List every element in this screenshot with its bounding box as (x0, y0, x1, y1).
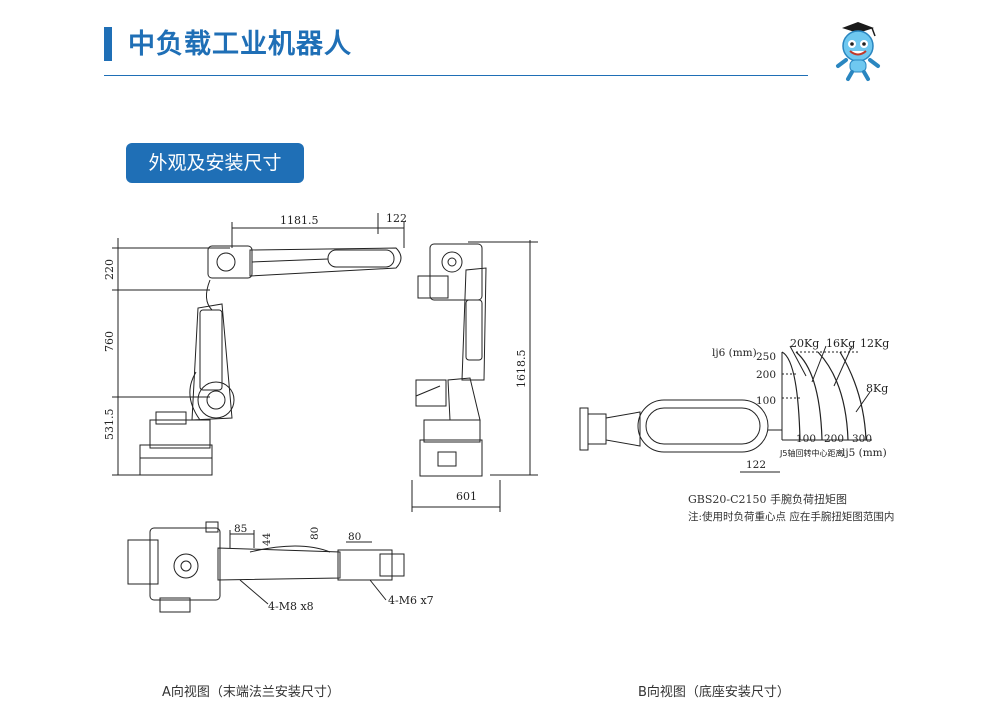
torque-chart-note: 注:使用时负荷重心点 应在手腕扭矩图范围内 (688, 511, 895, 523)
chart-y-axis-label: lj6 (mm) (712, 347, 757, 359)
curve-label-8kg: 8Kg (866, 382, 888, 395)
dim-flange-80b: 80 (348, 531, 361, 543)
caption-view-b: B向视图（底座安装尺寸） (638, 685, 790, 700)
front-view: 601 1618.5 (411, 240, 538, 512)
section-label: 外观及安装尺寸 (126, 143, 304, 183)
curve-label-16kg: 16Kg (826, 337, 855, 350)
header-accent-bar (104, 27, 112, 61)
chart-x-tick-300: 300 (852, 433, 872, 445)
curve-label-12kg: 12Kg (860, 337, 889, 350)
torque-chart: lj6 (mm) 250 200 100 100 200 300 20Kg 16… (579, 337, 889, 473)
curve-label-20kg: 20Kg (790, 337, 819, 350)
bolt-note-m6: 4-M6 x7 (388, 594, 434, 607)
flange-view: 85 44 80 80 4-M8 x8 4-M6 x7 (127, 521, 434, 613)
side-view: 1181.5 122 220 760 531.5 (103, 212, 407, 476)
dim-side-reach: 1181.5 (280, 214, 319, 227)
dim-side-220: 220 (103, 259, 116, 280)
chart-y-tick-200: 200 (756, 369, 776, 381)
bolt-note-m8: 4-M8 x8 (268, 600, 314, 613)
chart-axis-note: J5轴回转中心距离 (779, 448, 843, 458)
chart-y-tick-250: 250 (756, 351, 776, 363)
dim-side-531: 531.5 (103, 409, 116, 441)
dim-flange-85: 85 (234, 523, 247, 535)
dim-side-flange: 122 (386, 212, 407, 225)
dim-side-760: 760 (103, 331, 116, 352)
chart-x-axis-label: lj5 (mm) (842, 447, 887, 459)
chart-x-tick-100: 100 (796, 433, 816, 445)
page-title: 中负载工业机器人 (128, 29, 352, 60)
chart-x-tick-200: 200 (824, 433, 844, 445)
dim-front-height: 1618.5 (515, 350, 528, 389)
chart-y-tick-100: 100 (756, 395, 776, 407)
chart-offset-dim: 122 (746, 459, 766, 471)
mascot-logo-icon (836, 22, 880, 81)
dim-front-width: 601 (456, 490, 477, 503)
dim-flange-80a: 80 (309, 527, 321, 540)
header-divider (104, 75, 808, 76)
caption-view-a: A向视图（末端法兰安装尺寸） (162, 685, 340, 700)
dim-flange-44: 44 (261, 532, 273, 546)
torque-chart-title: GBS20-C2150 手腕负荷扭矩图 (688, 493, 848, 506)
